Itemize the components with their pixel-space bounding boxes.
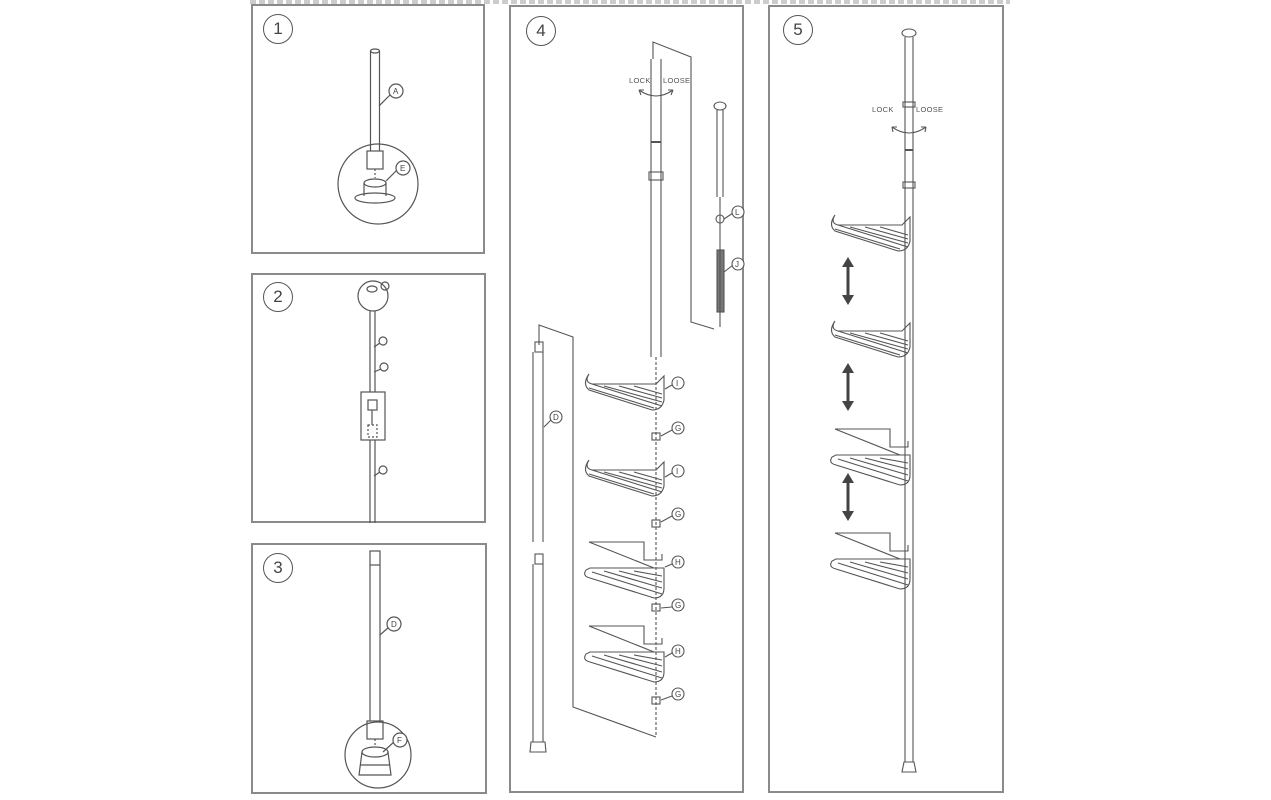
callout-i-1: I — [676, 379, 678, 388]
basket-group — [584, 373, 685, 705]
step-1-badge: 1 — [263, 14, 293, 44]
step-1-panel: 1 A E — [251, 4, 485, 254]
callout-l: L — [735, 208, 740, 217]
lock-label: LOCK — [629, 76, 651, 85]
step-2-illustration — [357, 280, 390, 523]
callout-g-1: G — [675, 424, 681, 433]
callout-h-1: H — [675, 558, 681, 567]
callout-h-2: H — [675, 647, 681, 656]
step-4-illustration: LOCK LOOSE L J D I G I G H G H G — [529, 41, 745, 753]
adjust-arrows — [842, 257, 854, 521]
loose-label: LOOSE — [663, 76, 690, 85]
step-2-panel: 2 — [251, 273, 486, 523]
callout-f: F — [397, 736, 402, 745]
step-5-illustration: LOCK LOOSE — [830, 28, 943, 773]
loose-label: LOOSE — [916, 105, 943, 114]
callout-a: A — [393, 87, 399, 96]
step-5-panel: 5 — [768, 5, 1004, 793]
lock-label: LOCK — [872, 105, 894, 114]
step-1-illustration: A E — [337, 48, 419, 225]
step-3-badge: 3 — [263, 553, 293, 583]
callout-d: D — [391, 620, 397, 629]
callout-j: J — [735, 260, 739, 269]
callout-g-3: G — [675, 601, 681, 610]
basket-group — [830, 214, 911, 590]
step-5-badge: 5 — [783, 15, 813, 45]
step-3-illustration: D F — [344, 550, 412, 789]
step-4-badge: 4 — [526, 16, 556, 46]
step-3-panel: 3 D F — [251, 543, 487, 794]
step-4-panel: 4 — [509, 5, 745, 793]
callout-i-2: I — [676, 467, 678, 476]
callout-d: D — [553, 413, 559, 422]
callout-g-4: G — [675, 690, 681, 699]
step-2-badge: 2 — [263, 282, 293, 312]
callout-g-2: G — [675, 510, 681, 519]
cropped-header-text — [250, 0, 1010, 4]
callout-e: E — [400, 164, 405, 173]
